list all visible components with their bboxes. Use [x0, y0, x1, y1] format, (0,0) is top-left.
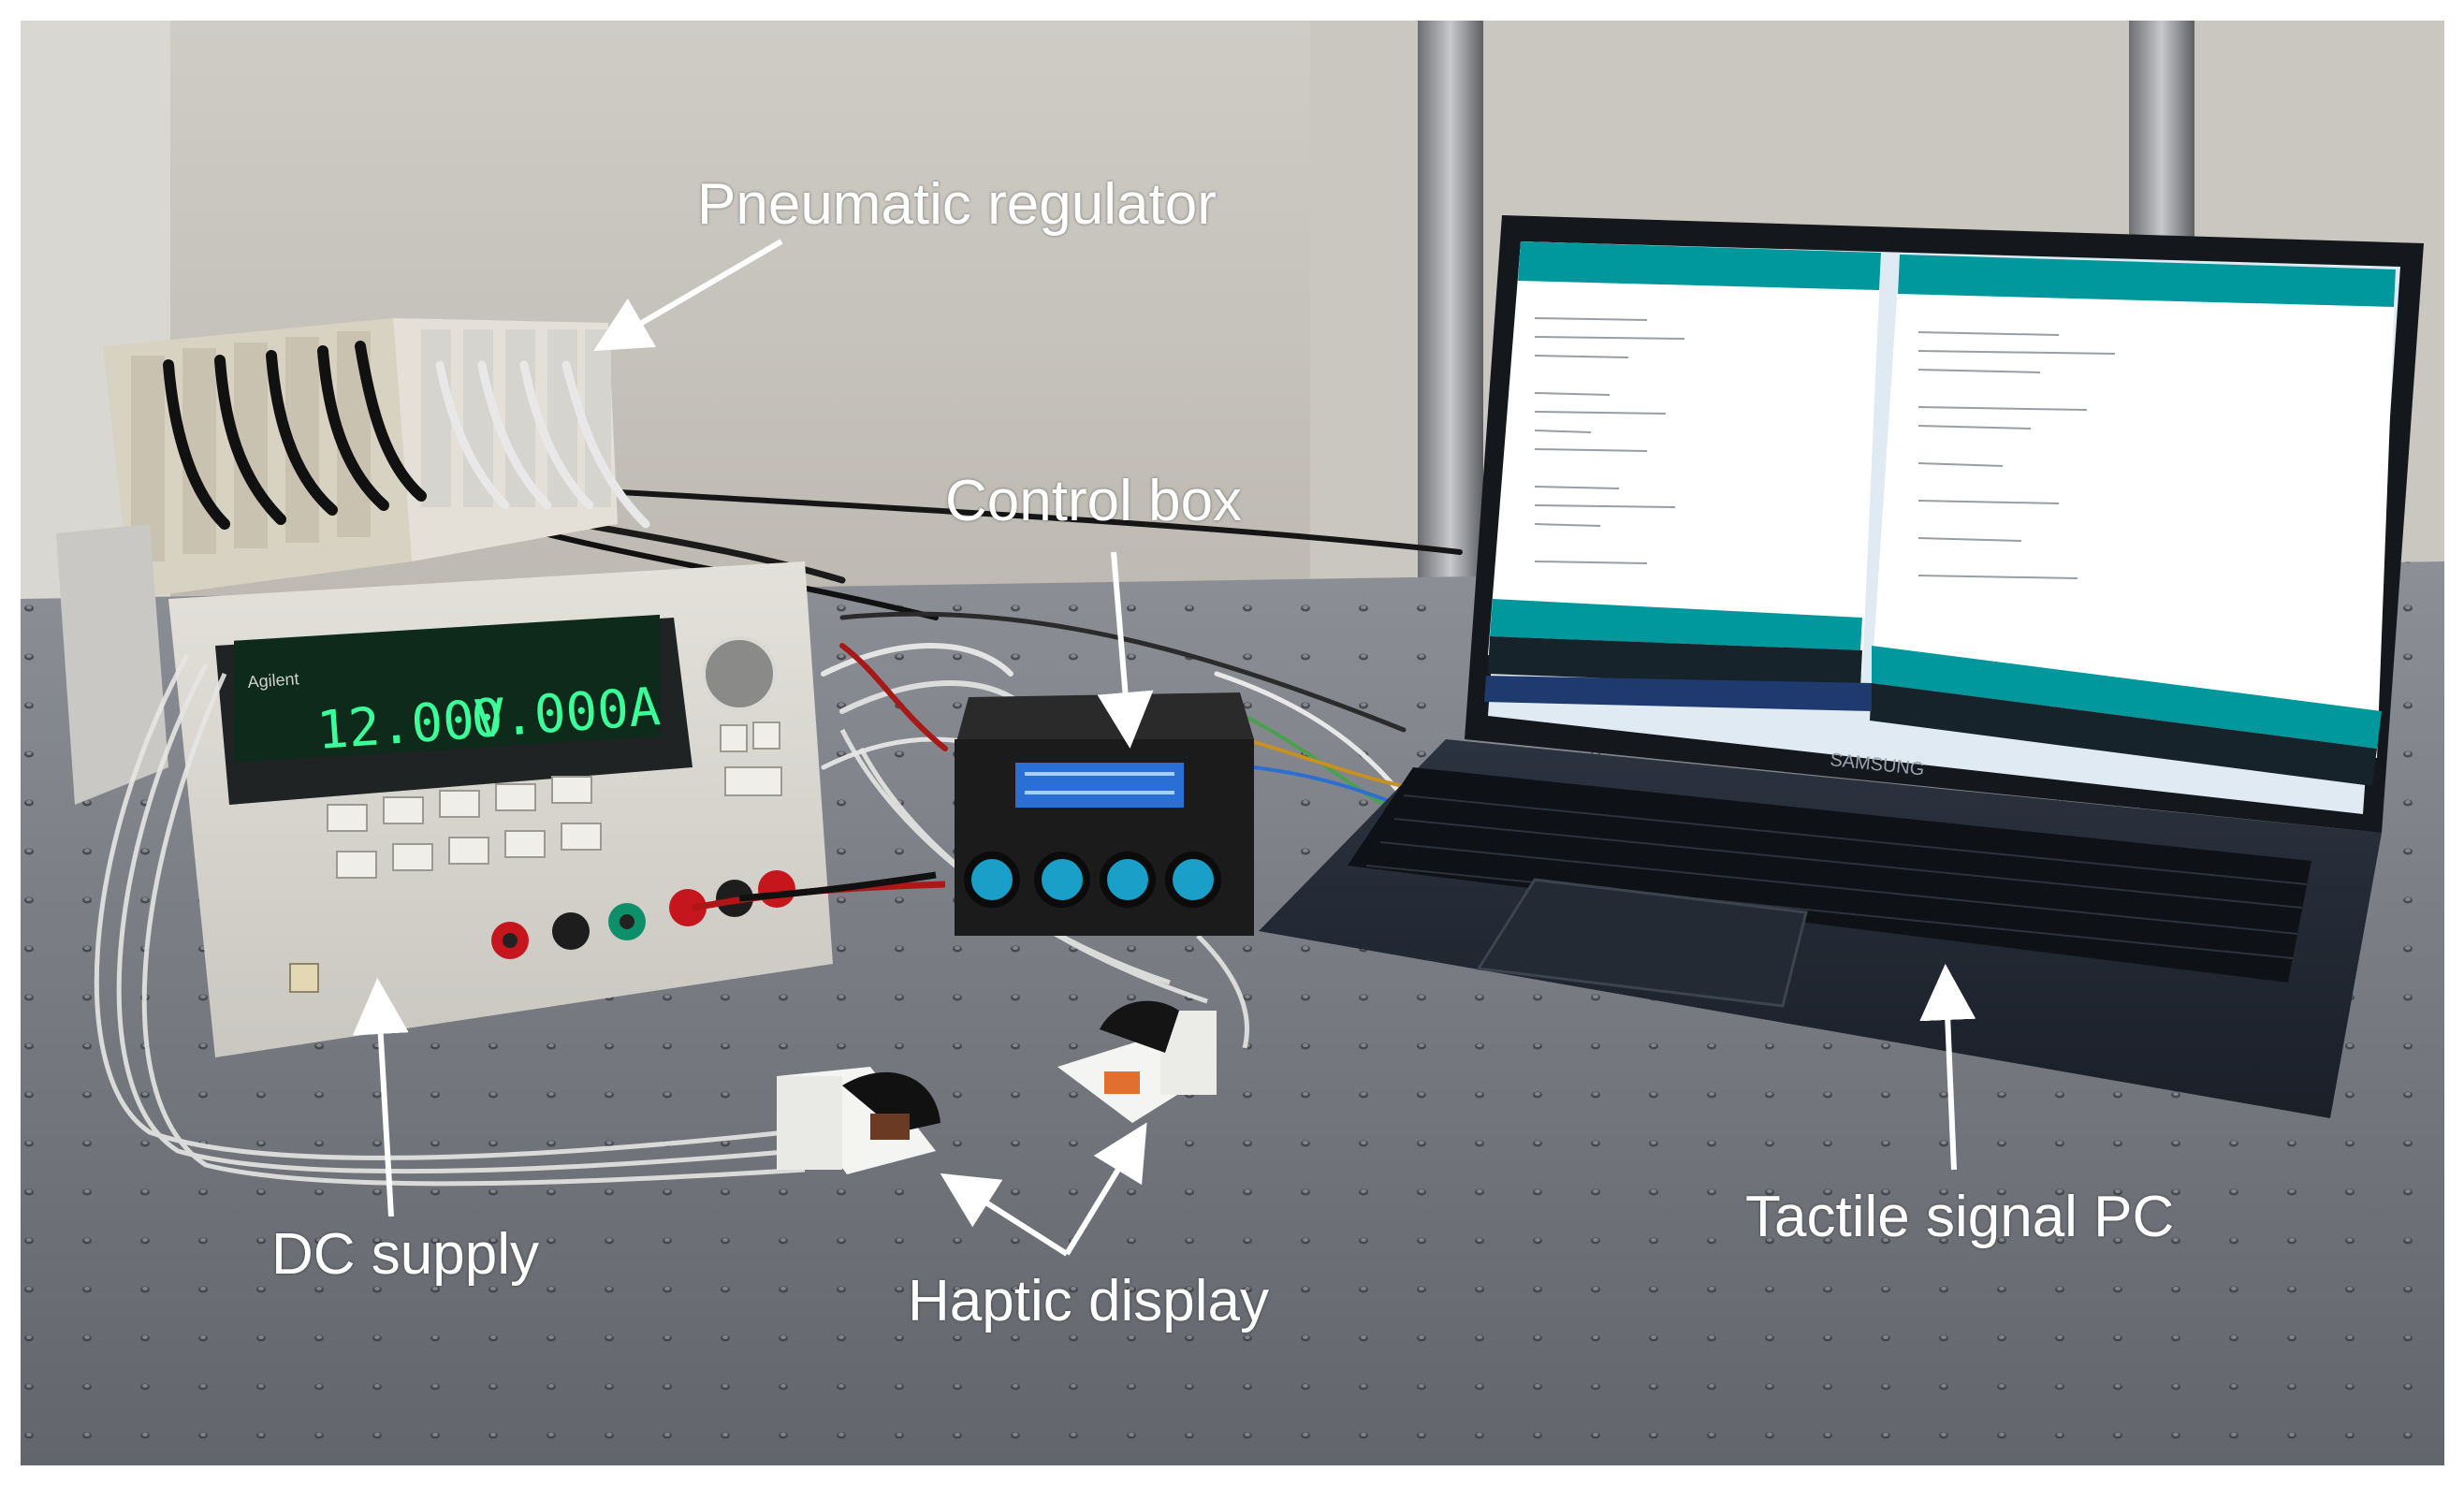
arrow-dc-supply	[352, 978, 409, 1217]
label-control-box: Control box	[945, 469, 1243, 533]
pneumatic-regulator	[103, 318, 650, 599]
haptic-display-right	[1057, 1000, 1217, 1123]
ps-button-grid	[327, 721, 782, 879]
arrow-regulator	[593, 239, 783, 352]
support-pole-left	[1418, 21, 1483, 601]
arrow-haptic-left	[940, 1173, 1069, 1257]
laptop-touchpad	[1476, 878, 1808, 1008]
dc-power-supply: Agilent 12.00V 0.000A	[56, 524, 946, 1057]
haptic-display-left	[777, 1067, 940, 1174]
laptop-keyboard	[1348, 767, 2311, 983]
ps-current-readout: 0.000A	[469, 677, 662, 750]
control-box-lcd	[1015, 763, 1184, 808]
control-box	[955, 692, 1254, 936]
label-haptic-display: Haptic display	[908, 1269, 1269, 1333]
ps-brand: Agilent	[247, 669, 299, 692]
ps-voltage-readout: 12.00V	[314, 688, 507, 762]
label-tactile-signal-pc: Tactile signal PC	[1745, 1185, 2175, 1249]
arrow-control-box	[1097, 551, 1154, 749]
ps-adjust-knob	[702, 636, 777, 711]
label-dc-supply: DC supply	[271, 1222, 539, 1287]
arrow-haptic-right	[1064, 1122, 1147, 1256]
control-box-knobs	[964, 852, 1221, 908]
annotation-arrows	[352, 239, 1976, 1257]
label-pneumatic-regulator: Pneumatic regulator	[697, 172, 1217, 237]
laptop: SAMSUNG	[1259, 215, 2424, 1118]
arrow-pc	[1919, 964, 1976, 1171]
ps-display	[234, 614, 660, 763]
